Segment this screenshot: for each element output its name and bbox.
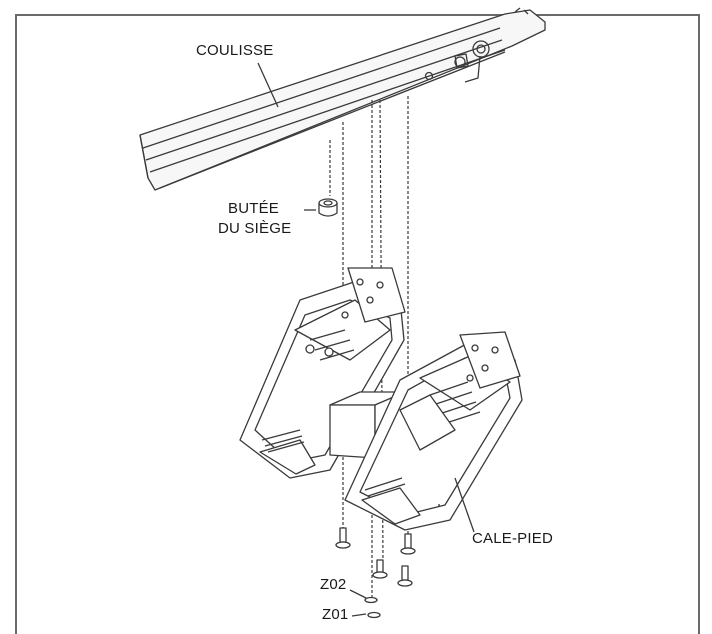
seat-stop-label-line2: DU SIÈGE <box>218 220 292 237</box>
exploded-view-drawing <box>139 7 546 619</box>
washer-z01 <box>367 611 381 619</box>
z01-leader <box>351 613 367 617</box>
footrest-right <box>344 331 523 531</box>
seat-stop <box>318 198 338 217</box>
washer-z02 <box>364 596 378 604</box>
seat-stop-label-line1: BUTÉE <box>228 200 280 217</box>
footrest-left <box>239 267 406 479</box>
cale-pied-leader <box>454 477 475 533</box>
bolt-b <box>372 559 388 579</box>
coulisse-leader <box>257 62 279 108</box>
bolt-a <box>335 527 351 549</box>
diagram-border <box>15 14 700 634</box>
bolts <box>335 527 416 619</box>
assembly-diagram: COULISSE BUTÉE DU SIÈGE CALE-PIED Z02 Z0… <box>15 7 700 634</box>
z02-label: Z02 <box>320 576 347 593</box>
z01-label: Z01 <box>322 606 349 623</box>
z02-leader <box>349 589 367 599</box>
bolt-c <box>400 533 416 555</box>
footrest-label: CALE-PIED <box>472 530 553 547</box>
bolt-d <box>397 565 413 587</box>
coulisse-label: COULISSE <box>196 42 274 59</box>
slide-rail <box>139 7 546 191</box>
